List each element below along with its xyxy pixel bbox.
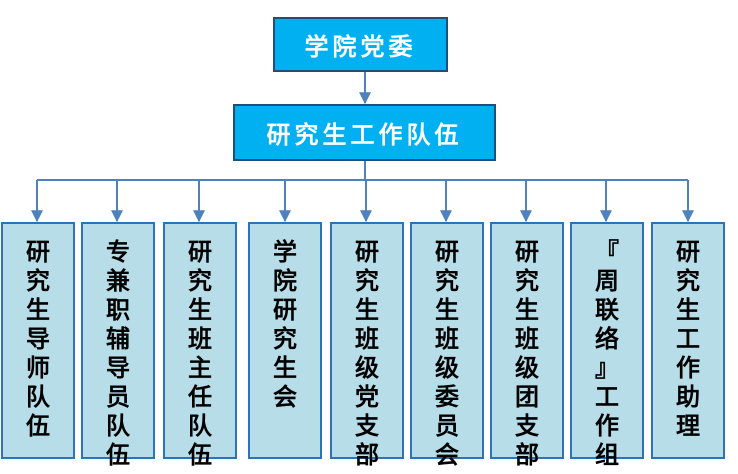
unit-node-2: 专兼职辅导员队伍 (81, 222, 155, 469)
unit-node-4: 学院研究生会 (248, 222, 322, 459)
unit-node-label: 『周联络』工作组 (594, 238, 619, 469)
unit-node-label: 专兼职辅导员队伍 (105, 238, 130, 469)
unit-node-1: 研究生导师队伍 (1, 222, 75, 459)
team-node-graduate-work-team: 研究生工作队伍 (233, 104, 496, 161)
root-node-label: 学院党委 (304, 33, 417, 61)
unit-node-5: 研究生班级党支部 (330, 222, 404, 469)
unit-node-label: 研究生导师队伍 (25, 238, 50, 440)
unit-node-label: 研究生班级党支部 (354, 238, 379, 469)
team-node-label: 研究生工作队伍 (266, 121, 463, 149)
unit-node-label: 研究生班主任队伍 (187, 238, 212, 469)
unit-node-9: 研究生工作助理 (651, 222, 725, 459)
unit-node-7: 研究生班级团支部 (490, 222, 564, 469)
unit-node-label: 研究生班级委员会 (434, 238, 459, 469)
unit-node-label: 研究生工作助理 (675, 238, 700, 440)
root-node-college-party-committee: 学院党委 (273, 17, 448, 72)
unit-node-8: 『周联络』工作组 (570, 222, 644, 469)
unit-node-label: 研究生班级团支部 (514, 238, 539, 469)
unit-node-label: 学院研究生会 (272, 238, 297, 411)
unit-node-3: 研究生班主任队伍 (163, 222, 237, 469)
unit-node-6: 研究生班级委员会 (410, 222, 484, 469)
